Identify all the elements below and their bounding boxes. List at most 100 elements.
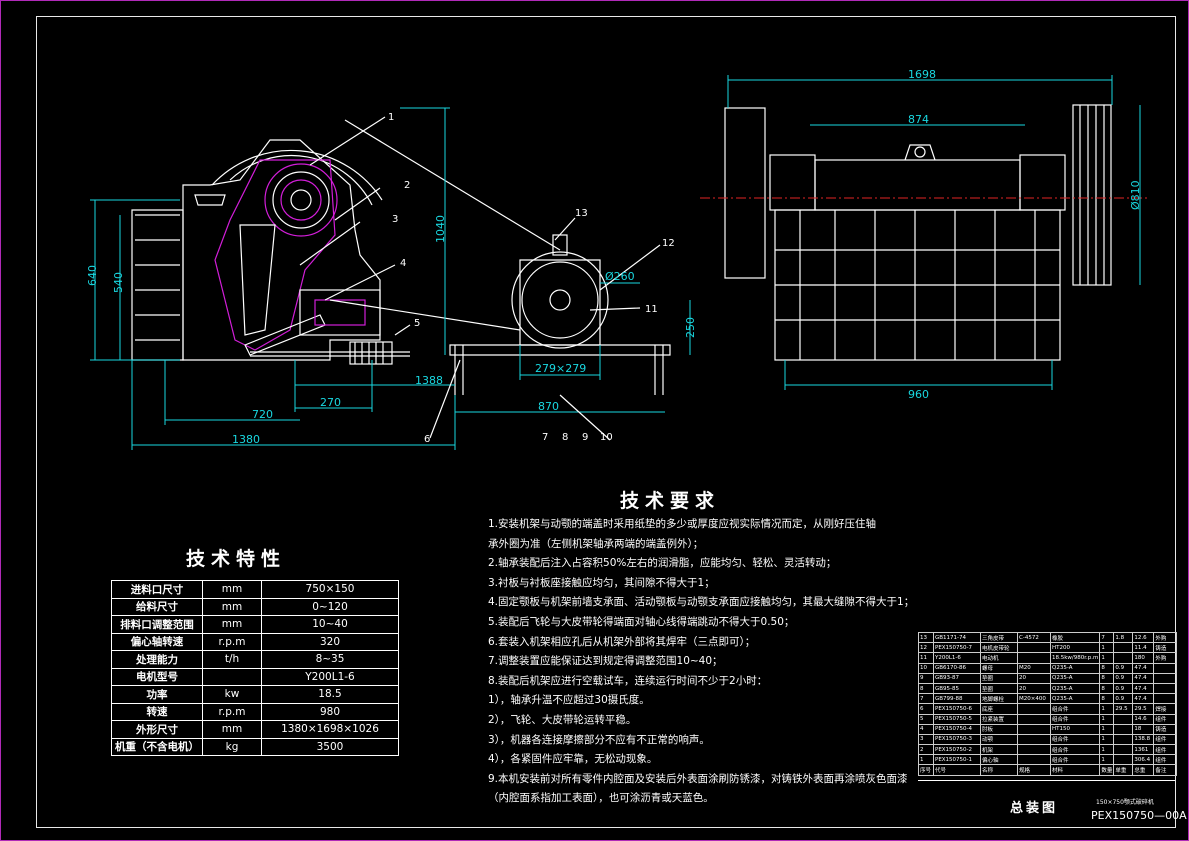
spec-unit: kw bbox=[202, 685, 262, 704]
bom-cell: 1 bbox=[918, 754, 934, 766]
balloon-12: 12 bbox=[662, 238, 675, 249]
balloon-1: 1 bbox=[388, 112, 394, 123]
bom-cell: 11 bbox=[918, 652, 934, 664]
bom-cell: 0.9 bbox=[1113, 693, 1134, 705]
spec-param: 电机型号 bbox=[111, 667, 203, 686]
bom-cell bbox=[1017, 733, 1051, 746]
dim-1388: 1388 bbox=[415, 374, 443, 387]
balloon-10: 10 bbox=[600, 432, 613, 443]
bom-cell: 18 bbox=[1132, 723, 1155, 735]
spec-param: 进料口尺寸 bbox=[111, 580, 203, 599]
side-view bbox=[90, 107, 691, 450]
balloon-2: 2 bbox=[404, 180, 410, 191]
dim-270: 270 bbox=[320, 396, 341, 409]
bom-cell bbox=[1017, 723, 1051, 735]
bom-cell bbox=[1113, 744, 1134, 756]
bom-cell: PEX150750-2 bbox=[933, 744, 981, 756]
bom-cell: 20 bbox=[1017, 672, 1051, 684]
requirement-line: 承外圈为准（左侧机架轴承两端的端盖例外）； bbox=[488, 537, 704, 550]
flywheel-outline bbox=[211, 149, 383, 201]
requirement-line: 4.固定颚板与机架前墙支承面、活动颚板与动颚支承面应接触均匀，其最大缝隙不得大于… bbox=[488, 596, 915, 609]
flywheel-rim bbox=[229, 154, 373, 206]
balloon-11: 11 bbox=[645, 304, 658, 315]
bom-cell: 1361 bbox=[1132, 744, 1155, 756]
motor-pulley-inner bbox=[521, 261, 599, 339]
bom-cell: 电动机 bbox=[980, 652, 1018, 664]
bom-cell: 组件 bbox=[1153, 733, 1178, 746]
bom-cell: 7 bbox=[918, 693, 934, 705]
bom-cell: 9 bbox=[918, 672, 934, 684]
bom-cell: 47.4 bbox=[1132, 693, 1155, 705]
frame-ribs-v bbox=[799, 210, 1036, 360]
v-belt bbox=[329, 119, 561, 331]
bom-cell: 10 bbox=[918, 662, 934, 674]
bom-cell: 47.4 bbox=[1132, 672, 1155, 684]
bom-cell: 29.5 bbox=[1132, 703, 1155, 715]
bom-cell: 29.5 bbox=[1113, 703, 1134, 715]
bom-cell: GB93-87 bbox=[933, 672, 981, 684]
balloon-6: 6 bbox=[424, 434, 430, 445]
balloon-7: 7 bbox=[542, 432, 548, 443]
bom-cell: 1.8 bbox=[1113, 631, 1134, 644]
bom-cell: 垫圈 bbox=[980, 682, 1018, 695]
bom-cell bbox=[1017, 703, 1051, 715]
spec-param: 机重（不含电机） bbox=[111, 737, 203, 756]
spec-unit: kg bbox=[202, 737, 262, 756]
bom-cell: 1 bbox=[1099, 713, 1115, 725]
spec-param: 外形尺寸 bbox=[111, 720, 203, 739]
bom-cell: 6 bbox=[918, 703, 934, 715]
bom-cell: PEX150750-7 bbox=[933, 642, 981, 654]
frame-ribs-h bbox=[775, 249, 1060, 321]
bom-cell: 总重 bbox=[1132, 764, 1155, 776]
bom-cell bbox=[1017, 744, 1051, 756]
dim-870: 870 bbox=[538, 400, 559, 413]
front-view bbox=[700, 75, 1150, 390]
spec-value: 18.5 bbox=[261, 685, 399, 704]
spec-param: 功率 bbox=[111, 685, 203, 704]
bom-cell bbox=[1017, 652, 1051, 664]
bom-cell: 11.4 bbox=[1132, 642, 1155, 654]
drawing-border bbox=[36, 16, 1176, 828]
dim-960-line bbox=[784, 360, 1053, 390]
bom-cell: 1 bbox=[1099, 652, 1115, 664]
moving-jaw-eye bbox=[904, 144, 936, 161]
adjusting-wedge bbox=[314, 299, 366, 326]
requirement-line: （内腔面系指加工表面），也可涂沥青或天蓝色。 bbox=[488, 792, 714, 805]
drawing-subtitle: 150×750颚式破碎机 bbox=[1096, 799, 1154, 806]
requirement-line: 2），飞轮、大皮带轮运转平稳。 bbox=[488, 713, 637, 726]
dim-640-line bbox=[90, 199, 180, 361]
requirement-line: 6.套装入机架相应孔后从机架外部将其焊牢（三点即可）； bbox=[488, 635, 756, 648]
bom-cell: M20 bbox=[1017, 662, 1051, 674]
bom-cell: M20×400 bbox=[1017, 693, 1051, 705]
spec-value: 0~120 bbox=[261, 597, 399, 616]
bom-cell: 306.4 bbox=[1132, 754, 1155, 766]
spec-param: 处理能力 bbox=[111, 650, 203, 669]
bom-cell: 2 bbox=[918, 744, 934, 756]
balloon-4: 4 bbox=[400, 258, 406, 269]
dim-720-line bbox=[164, 360, 300, 425]
bom-cell: Q235-A bbox=[1049, 693, 1101, 705]
bom-cell: 5 bbox=[918, 713, 934, 725]
bom-cell bbox=[1113, 754, 1134, 766]
bearing-outer bbox=[264, 163, 338, 237]
bom-cell: 三角皮带 bbox=[980, 631, 1018, 644]
bom-cell bbox=[1113, 713, 1134, 725]
bom-cell: 组件 bbox=[1153, 744, 1178, 756]
bom-cell: 14.6 bbox=[1132, 713, 1155, 725]
bom-cell: 1 bbox=[1099, 642, 1115, 654]
bom-cell: Q235-A bbox=[1049, 672, 1101, 684]
balloon-13: 13 bbox=[575, 208, 588, 219]
requirement-line: 5.装配后飞轮与大皮带轮得端面对轴心线得端跳动不得大于0.50； bbox=[488, 615, 795, 628]
bom-cell: 底座 bbox=[980, 703, 1018, 715]
bom-cell: 20 bbox=[1017, 682, 1051, 695]
bom-cell: Q235-A bbox=[1049, 682, 1101, 695]
